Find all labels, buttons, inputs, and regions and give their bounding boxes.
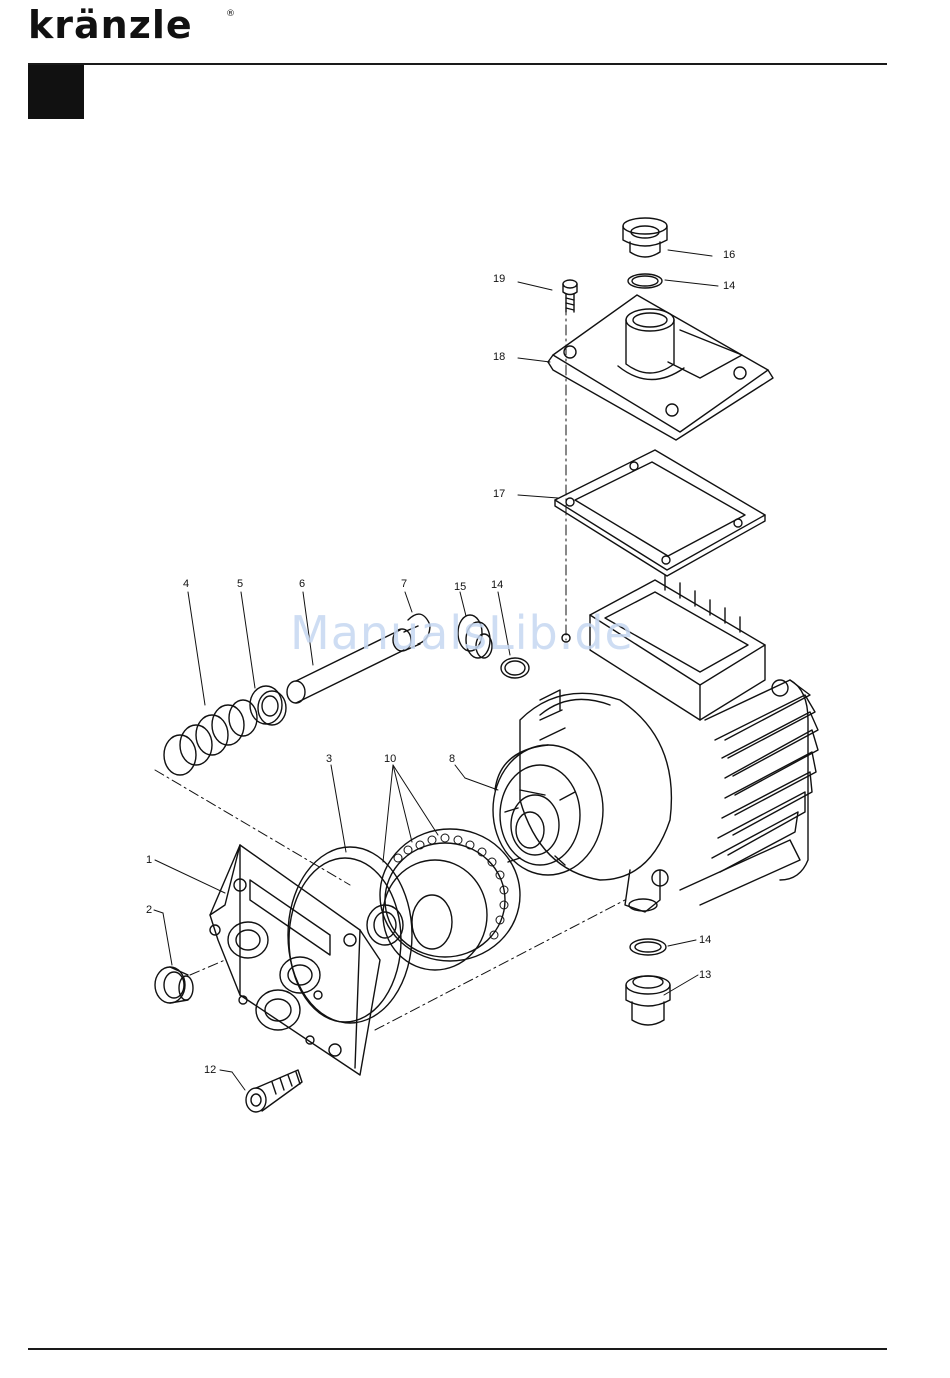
watermark: ManualsLib.de — [290, 606, 634, 660]
part-1-pump-head — [210, 845, 380, 1075]
center-lines — [155, 305, 625, 1030]
callout-14-middle: 14 — [491, 579, 503, 591]
part-17-gasket — [555, 450, 765, 576]
callout-18: 18 — [493, 351, 505, 363]
part-8-bearing-housing — [493, 745, 603, 875]
callout-4: 4 — [183, 578, 189, 590]
callout-14-bottom: 14 — [699, 934, 711, 946]
callout-8: 8 — [449, 753, 455, 765]
callout-3: 3 — [326, 753, 332, 765]
callout-2: 2 — [146, 904, 152, 916]
callout-12: 12 — [204, 1064, 216, 1076]
callout-14-top: 14 — [723, 280, 735, 292]
callout-1: 1 — [146, 854, 152, 866]
callout-17: 17 — [493, 488, 505, 500]
part-12-bolt — [246, 1070, 302, 1112]
callout-15: 15 — [454, 581, 466, 593]
part-5-washer — [250, 686, 286, 725]
footer-rule — [28, 1348, 887, 1350]
part-2-cap — [155, 967, 193, 1003]
callout-16: 16 — [723, 249, 735, 261]
callout-10: 10 — [384, 753, 396, 765]
part-4-spring — [164, 700, 257, 775]
part-18-cover — [548, 295, 773, 440]
callout-19: 19 — [493, 273, 505, 285]
part-19-screw — [563, 280, 577, 312]
callout-7: 7 — [401, 578, 407, 590]
callout-6: 6 — [299, 578, 305, 590]
callout-5: 5 — [237, 578, 243, 590]
part-13-plug — [626, 976, 670, 1025]
part-16-plug — [623, 218, 667, 257]
callout-13: 13 — [699, 969, 711, 981]
